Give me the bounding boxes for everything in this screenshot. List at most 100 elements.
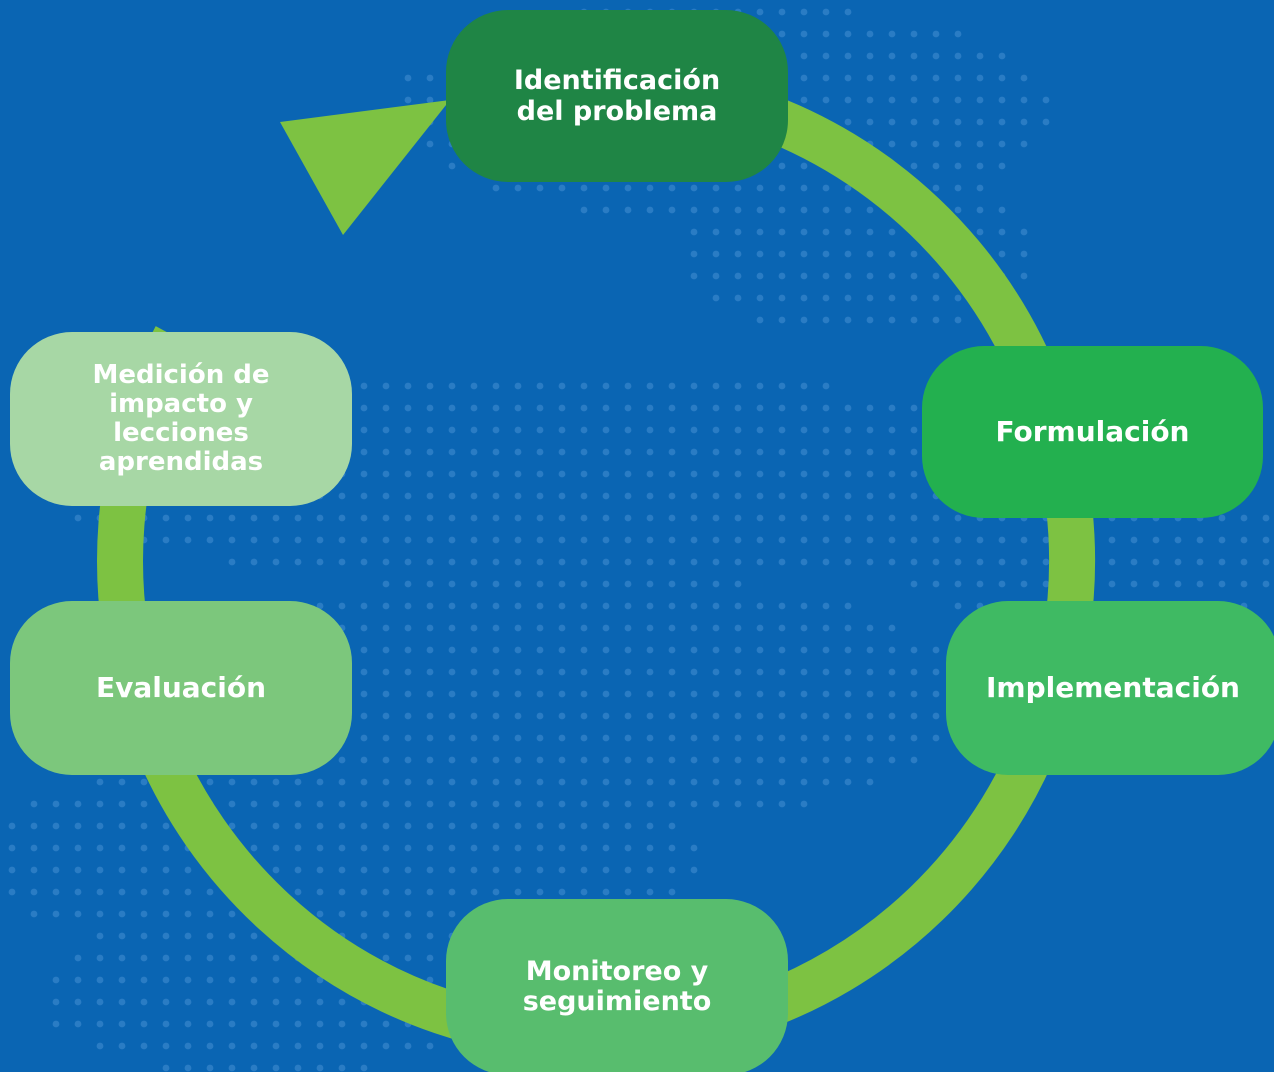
map-dot	[228, 822, 236, 830]
map-dot	[624, 492, 632, 500]
map-dot	[866, 536, 874, 544]
map-dot	[888, 470, 896, 478]
cycle-ring	[97, 62, 1096, 1060]
map-dot	[8, 866, 16, 874]
map-dot	[580, 668, 588, 676]
map-dot	[778, 778, 786, 786]
map-dot	[888, 646, 896, 654]
map-dot	[250, 558, 258, 566]
map-dot	[756, 272, 764, 280]
map-dot	[822, 536, 830, 544]
map-dot	[822, 8, 830, 16]
map-dot	[470, 734, 478, 742]
map-dot	[822, 30, 830, 38]
map-dot	[866, 404, 874, 412]
map-dot	[536, 580, 544, 588]
map-dot	[998, 162, 1006, 170]
map-dot	[624, 844, 632, 852]
map-dot	[470, 668, 478, 676]
map-dot	[514, 536, 522, 544]
map-dot	[712, 734, 720, 742]
map-dot	[602, 888, 610, 896]
map-dot	[844, 690, 852, 698]
map-dot	[1020, 580, 1028, 588]
map-dot	[580, 646, 588, 654]
map-dot	[866, 690, 874, 698]
map-dot	[382, 954, 390, 962]
map-dot	[844, 536, 852, 544]
map-dot	[690, 514, 698, 522]
map-dot	[96, 998, 104, 1006]
map-dot	[558, 580, 566, 588]
map-dot	[756, 690, 764, 698]
map-dot	[316, 976, 324, 984]
map-dot	[250, 536, 258, 544]
map-dot	[492, 580, 500, 588]
map-dot	[448, 382, 456, 390]
map-dot	[580, 492, 588, 500]
map-dot	[910, 404, 918, 412]
map-dot	[954, 580, 962, 588]
map-dot	[536, 690, 544, 698]
map-dot	[690, 646, 698, 654]
map-dot	[712, 756, 720, 764]
map-dot	[712, 426, 720, 434]
map-dot	[580, 470, 588, 478]
map-dot	[866, 426, 874, 434]
map-dot	[624, 580, 632, 588]
map-dot	[316, 1020, 324, 1028]
map-dot	[316, 800, 324, 808]
map-dot	[932, 184, 940, 192]
map-dot	[866, 734, 874, 742]
map-dot	[668, 470, 676, 478]
map-dot	[822, 96, 830, 104]
map-dot	[96, 778, 104, 786]
map-dot	[580, 184, 588, 192]
map-dot	[514, 646, 522, 654]
map-dot	[756, 250, 764, 258]
map-dot	[910, 646, 918, 654]
map-dot	[492, 184, 500, 192]
map-dot	[1174, 558, 1182, 566]
map-dot	[668, 184, 676, 192]
map-dot	[932, 580, 940, 588]
map-dot	[1174, 580, 1182, 588]
map-dot	[910, 470, 918, 478]
map-dot	[250, 800, 258, 808]
map-dot	[404, 932, 412, 940]
map-dot	[624, 668, 632, 676]
map-dot	[206, 976, 214, 984]
map-dot	[844, 778, 852, 786]
map-dot	[668, 844, 676, 852]
map-dot	[338, 822, 346, 830]
map-dot	[338, 888, 346, 896]
map-dot	[492, 646, 500, 654]
map-dot	[448, 580, 456, 588]
map-dot	[360, 448, 368, 456]
map-dot	[382, 536, 390, 544]
map-dot	[74, 844, 82, 852]
map-dot	[888, 140, 896, 148]
map-dot	[206, 910, 214, 918]
map-dot	[778, 30, 786, 38]
map-dot	[382, 668, 390, 676]
map-dot	[624, 448, 632, 456]
map-dot	[514, 690, 522, 698]
map-dot	[668, 426, 676, 434]
map-dot	[690, 690, 698, 698]
map-dot	[712, 228, 720, 236]
map-dot	[162, 888, 170, 896]
map-dot	[294, 998, 302, 1006]
map-dot	[448, 492, 456, 500]
map-dot	[1020, 250, 1028, 258]
map-dot	[382, 734, 390, 742]
map-dot	[360, 778, 368, 786]
map-dot	[316, 514, 324, 522]
map-dot	[800, 448, 808, 456]
map-dot	[778, 558, 786, 566]
map-dot	[712, 668, 720, 676]
map-dot	[822, 734, 830, 742]
map-dot	[382, 866, 390, 874]
map-dot	[998, 206, 1006, 214]
map-dot	[866, 514, 874, 522]
